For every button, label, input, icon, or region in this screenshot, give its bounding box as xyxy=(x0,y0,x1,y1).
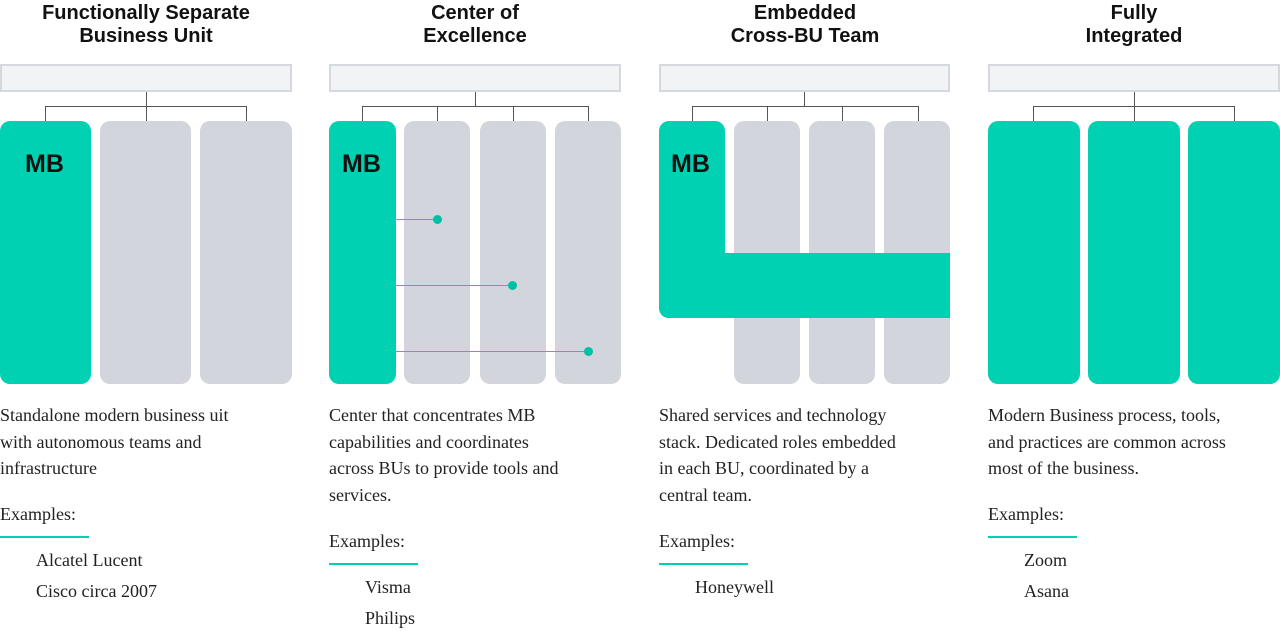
mb-label: MB xyxy=(671,150,710,178)
model-description: Shared services and technology stack. De… xyxy=(659,405,896,506)
org-connector xyxy=(918,106,919,121)
org-connector xyxy=(513,106,514,121)
example-item: Zoom xyxy=(1024,550,1067,570)
org-connector xyxy=(588,106,589,121)
examples-label: Examples: xyxy=(988,504,1064,524)
model-description: Modern Business process, tools, and prac… xyxy=(988,405,1226,479)
examples-label: Examples: xyxy=(329,531,405,551)
model-functionally-separate: Functionally Separate Business Unit MB S… xyxy=(0,0,292,631)
org-connector xyxy=(1134,92,1135,106)
coordination-dot xyxy=(433,215,442,224)
org-connector xyxy=(246,106,247,121)
model-description: Center that concentrates MB capabilities… xyxy=(329,405,559,506)
model-fully-integrated: Fully Integrated Modern Business process… xyxy=(988,0,1280,631)
model-title: Center of Excellence xyxy=(423,2,527,47)
org-header-box xyxy=(329,64,621,92)
examples-underline xyxy=(0,536,89,538)
business-unit-panel xyxy=(809,121,875,384)
examples-label: Examples: xyxy=(0,504,76,524)
org-connector xyxy=(1134,106,1135,121)
example-item: Visma xyxy=(365,577,411,597)
integrated-unit-panel xyxy=(988,121,1080,384)
org-header-box xyxy=(659,64,950,92)
org-connector xyxy=(767,106,768,121)
example-item: Asana xyxy=(1024,581,1069,601)
model-center-of-excellence: Center of Excellence MB Center that conc… xyxy=(329,0,621,631)
business-unit-panel xyxy=(480,121,546,384)
org-connector xyxy=(45,106,246,107)
business-unit-panel xyxy=(555,121,621,384)
coordination-line xyxy=(396,219,438,220)
org-connector xyxy=(146,106,147,121)
mb-label: MB xyxy=(342,150,381,178)
org-connector xyxy=(1234,106,1235,121)
org-connector xyxy=(362,106,363,121)
org-connector xyxy=(1033,106,1034,121)
model-embedded-cross-bu: Embedded Cross-BU Team MB Shared service… xyxy=(659,0,951,631)
example-item: Alcatel Lucent xyxy=(36,550,143,570)
integrated-unit-panel xyxy=(1088,121,1180,384)
org-connector xyxy=(437,106,438,121)
examples-underline xyxy=(988,536,1077,538)
org-connector xyxy=(146,92,147,106)
business-unit-panel xyxy=(734,121,800,384)
mb-embedded-band xyxy=(659,253,950,318)
examples-underline xyxy=(329,563,418,565)
org-connector xyxy=(842,106,843,121)
org-connector xyxy=(692,106,918,107)
mb-unit-panel xyxy=(0,121,91,384)
example-item: Philips xyxy=(365,608,416,628)
model-title: Embedded Cross-BU Team xyxy=(730,2,880,47)
model-title: Functionally Separate Business Unit xyxy=(42,2,250,47)
coordination-dot xyxy=(584,347,593,356)
business-unit-panel xyxy=(884,121,950,384)
examples-label: Examples: xyxy=(659,531,735,551)
business-unit-panel xyxy=(404,121,470,384)
integrated-unit-panel xyxy=(1188,121,1280,384)
examples-underline xyxy=(659,563,748,565)
model-description: Standalone modern business uit with auto… xyxy=(0,405,229,479)
mb-coe-panel xyxy=(329,121,396,384)
org-connector xyxy=(692,106,693,121)
coordination-dot xyxy=(508,281,517,290)
coordination-line xyxy=(396,285,513,286)
org-connector xyxy=(475,92,476,106)
org-connector xyxy=(362,106,588,107)
org-connector xyxy=(45,106,46,121)
model-title: Fully Integrated xyxy=(1085,2,1183,47)
business-unit-panel xyxy=(200,121,292,384)
mb-label: MB xyxy=(25,150,64,178)
example-item: Cisco circa 2007 xyxy=(36,581,157,601)
org-header-box xyxy=(988,64,1280,92)
org-connector xyxy=(804,92,805,106)
org-header-box xyxy=(0,64,292,92)
example-item: Honeywell xyxy=(695,577,774,597)
coordination-line xyxy=(396,351,589,352)
business-unit-panel xyxy=(100,121,191,384)
org-connector xyxy=(1033,106,1234,107)
